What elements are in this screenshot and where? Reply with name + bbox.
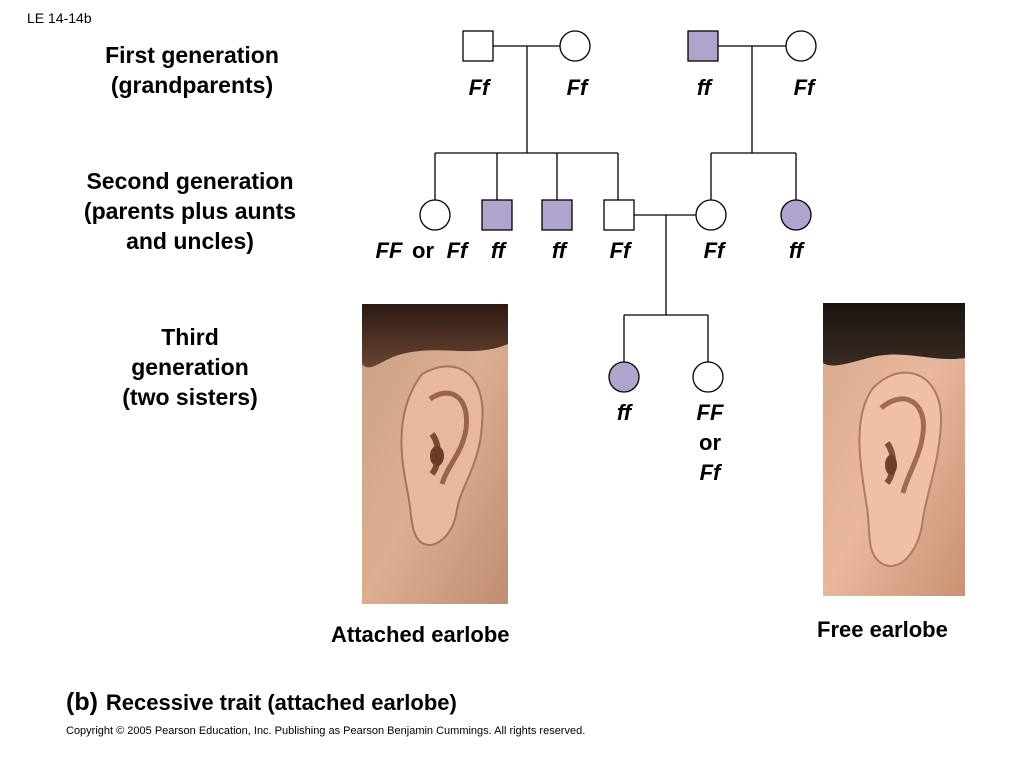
third-generation-line-1: Third xyxy=(161,324,219,350)
genotype-g1-2: Ff xyxy=(567,75,590,100)
g1-female-1 xyxy=(559,30,591,62)
third-generation-label: Third generation (two sisters) xyxy=(40,322,340,412)
genotype-g2-2: ff xyxy=(491,238,508,263)
genotype-g1-4: Ff xyxy=(794,75,817,100)
genotype-g3-1: ff xyxy=(617,400,634,425)
genotype-g2-1-or: or xyxy=(412,238,434,263)
g3-female-1-affected xyxy=(608,361,640,393)
g2-female-3-affected xyxy=(780,199,812,231)
free-earlobe-caption: Free earlobe xyxy=(817,617,948,642)
genotype-g3-2a: FF xyxy=(697,400,724,425)
genotype-g2-1b: Ff xyxy=(447,238,470,263)
genotype-labels: Ff Ff ff Ff FF or Ff ff ff Ff Ff ff ff F… xyxy=(376,75,818,485)
third-generation-line-3: (two sisters) xyxy=(122,384,258,410)
third-generation-line-2: generation xyxy=(131,354,249,380)
second-generation-line-2: (parents plus aunts xyxy=(83,198,297,224)
second-generation-line-1: Second generation xyxy=(86,168,294,194)
attached-earlobe-caption: Attached earlobe xyxy=(331,622,510,647)
copyright-notice: Copyright © 2005 Pearson Education, Inc.… xyxy=(66,725,586,737)
figure-label: LE 14-14b xyxy=(27,10,92,26)
g2-female-1 xyxy=(419,199,451,231)
g2-male-3 xyxy=(603,199,635,231)
first-generation-label: First generation (grandparents) xyxy=(42,40,342,100)
pedigree-lines xyxy=(434,45,797,363)
genotype-g3-2b: Ff xyxy=(700,460,723,485)
first-generation-line-1: First generation xyxy=(105,42,279,68)
first-generation-line-2: (grandparents) xyxy=(110,72,274,98)
caption-text: Recessive trait (attached earlobe) xyxy=(105,690,457,715)
free-earlobe-photo xyxy=(823,303,965,596)
figure-caption: (b) Recessive trait (attached earlobe) xyxy=(66,688,457,717)
g2-male-1-affected xyxy=(481,199,513,231)
g2-male-2-affected xyxy=(541,199,573,231)
pedigree-symbols xyxy=(419,30,817,393)
g1-female-2 xyxy=(785,30,817,62)
genotype-g2-4: Ff xyxy=(610,238,633,263)
attached-ear-illustration xyxy=(362,304,508,604)
g3-female-2 xyxy=(692,361,724,393)
panel-tag: (b) xyxy=(66,688,98,716)
genotype-g2-5: Ff xyxy=(704,238,727,263)
genotype-g1-3: ff xyxy=(697,75,714,100)
g1-male-1 xyxy=(462,30,494,62)
genotype-g2-6: ff xyxy=(789,238,806,263)
g2-female-2 xyxy=(695,199,727,231)
genotype-g2-3: ff xyxy=(552,238,569,263)
second-generation-label: Second generation (parents plus aunts an… xyxy=(40,166,340,256)
genotype-g1-1: Ff xyxy=(469,75,492,100)
genotype-g3-2-or: or xyxy=(699,430,721,455)
genotype-g2-1a: FF xyxy=(376,238,403,263)
second-generation-line-3: and uncles) xyxy=(126,228,254,254)
free-ear-illustration xyxy=(823,303,965,596)
attached-earlobe-photo xyxy=(362,304,508,604)
g1-male-2-affected xyxy=(687,30,719,62)
